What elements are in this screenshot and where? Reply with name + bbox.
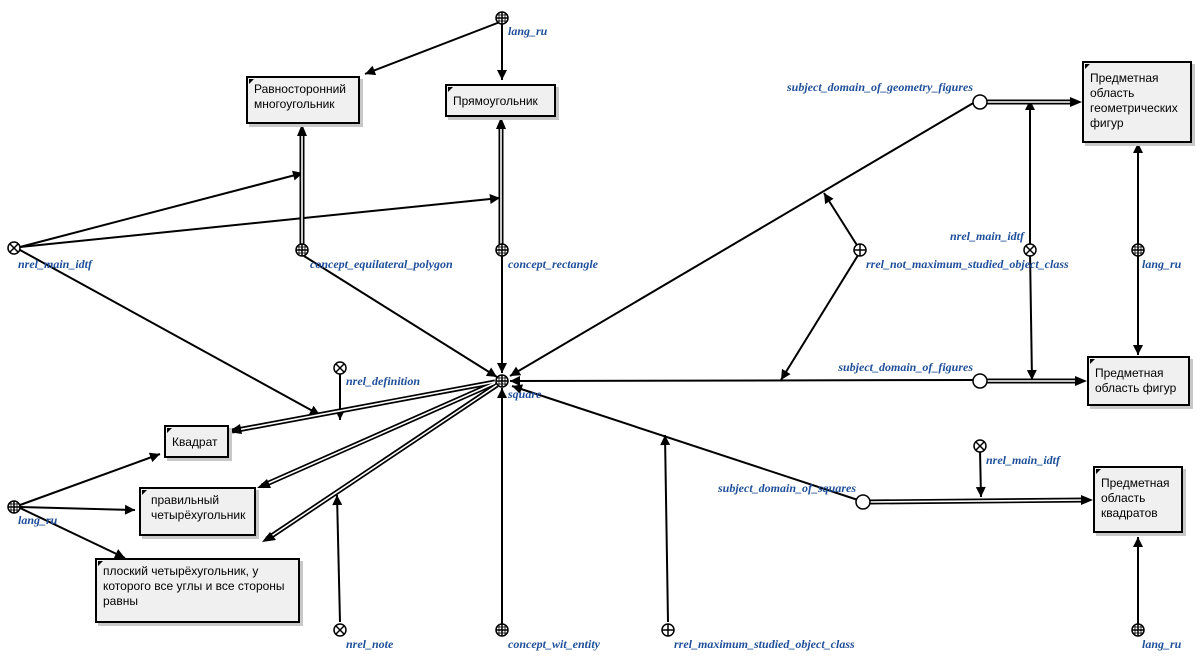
node-rrel-max-studied — [661, 623, 675, 637]
label-rrel-max-studied: rrel_maximum_studied_object_class — [674, 637, 855, 651]
box-sd-figures: Предметная область фигур — [1087, 356, 1190, 406]
arc-note — [332, 494, 343, 623]
box-rectangle: Прямоугольник — [445, 84, 556, 117]
node-nrel-main-idtf-squares — [973, 439, 987, 453]
box-sd-squares: Предметная область квадратов — [1093, 466, 1183, 533]
node-concept-rectangle — [495, 243, 509, 257]
arcs — [19, 21, 1143, 628]
node-nrel-definition — [333, 361, 347, 375]
box-sd-geometry-figures: Предметная область геометрических фигур — [1082, 61, 1192, 143]
node-lang-ru-top — [495, 11, 509, 25]
arc-idtf-to-square-pair — [19, 249, 321, 416]
label-rrel-not-max-studied: rrel_not_maximum_studied_object_class — [866, 257, 1069, 271]
label-nrel-main-idtf-right: nrel_main_idtf — [950, 229, 1025, 243]
label-lang-ru-top: lang_ru — [508, 24, 548, 38]
label-lang-ru-left: lang_ru — [18, 513, 58, 527]
label-nrel-note: nrel_note — [346, 637, 394, 651]
label-lang-ru-right: lang_ru — [1142, 257, 1182, 271]
node-concept-equilateral-polygon — [295, 243, 309, 257]
arc-idtf-to-rectangle-pair — [19, 194, 501, 248]
arc-not-max-2 — [780, 251, 861, 381]
node-lang-ru-bottom-right — [1131, 623, 1145, 637]
arc-idtf-right-down — [1026, 251, 1037, 381]
label-nrel-main-idtf-left: nrel_main_idtf — [18, 257, 93, 271]
node-nrel-note — [333, 623, 347, 637]
arc-idtf-to-polygon-pair — [19, 170, 304, 248]
box-equilateral-polygon: Равносторонний многоугольник — [246, 76, 360, 124]
node-nrel-main-idtf-left — [7, 241, 21, 255]
arc-lang-left-to-definition — [19, 507, 126, 559]
arc-lang-left-to-square-ru — [19, 452, 161, 506]
arc-concept-polygon-to-square — [303, 255, 498, 378]
box-square: Квадрат — [164, 425, 229, 458]
label-concept-wit-entity: concept_wit_entity — [508, 637, 601, 651]
arc-lang-top-to-polygon — [364, 21, 501, 76]
label-nrel-definition: nrel_definition — [346, 374, 420, 388]
node-lang-ru-right — [1131, 243, 1145, 257]
arc-not-max-1 — [823, 192, 861, 251]
label-sd-geometry-figures: subject_domain_of_geometry_figures — [786, 80, 973, 94]
node-lang-ru-left — [7, 500, 21, 514]
box-square-definition: плоский четырёхугольник, у которого все … — [95, 558, 300, 623]
label-concept-equilateral-polygon: concept_equilateral_polygon — [310, 257, 453, 271]
node-nrel-main-idtf-right — [1023, 243, 1037, 257]
arc-lang-left-to-regular — [19, 504, 136, 515]
arc-max-studied — [660, 434, 671, 623]
node-rrel-not-max-studied — [853, 243, 867, 257]
node-sd-geometry-figures — [972, 94, 988, 110]
label-sd-squares: subject_domain_of_squares — [717, 481, 856, 495]
label-nrel-main-idtf-squares: nrel_main_idtf — [986, 453, 1061, 467]
arc-sd-squares-to-square — [511, 384, 859, 501]
arc-sd-geometry-to-square — [509, 101, 976, 377]
node-sd-figures — [972, 373, 988, 389]
node-square — [495, 374, 509, 388]
node-concept-wit-entity — [495, 623, 509, 637]
label-square: square — [507, 387, 542, 401]
label-sd-figures: subject_domain_of_figures — [837, 360, 973, 374]
label-concept-rectangle: concept_rectangle — [508, 257, 599, 271]
arc-sd-figures-to-square — [509, 375, 976, 386]
double-arcs — [228, 97, 1093, 542]
arc-idtf-squares — [975, 449, 986, 498]
box-regular-quadrilateral: правильный четырёхугольник — [139, 487, 256, 536]
label-lang-ru-bottom-right: lang_ru — [1142, 637, 1182, 651]
node-sd-squares — [855, 494, 871, 510]
